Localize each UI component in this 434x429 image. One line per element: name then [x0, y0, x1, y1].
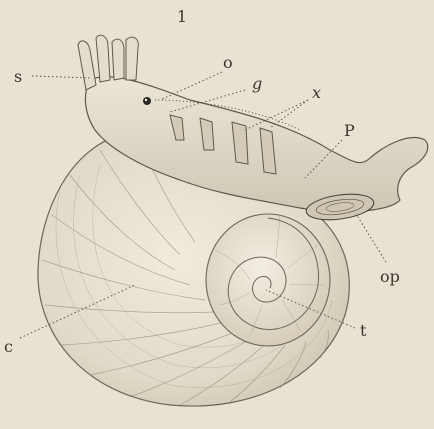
label-x: x	[312, 83, 321, 102]
label-p: P	[344, 121, 355, 140]
label-g: g	[252, 74, 262, 93]
label-t: t	[360, 321, 367, 340]
spire	[206, 214, 330, 346]
label-op: op	[380, 267, 400, 286]
label-c: c	[4, 337, 13, 356]
label-s: s	[14, 67, 22, 86]
figure-number: 1	[177, 7, 187, 26]
label-o: o	[223, 53, 233, 72]
